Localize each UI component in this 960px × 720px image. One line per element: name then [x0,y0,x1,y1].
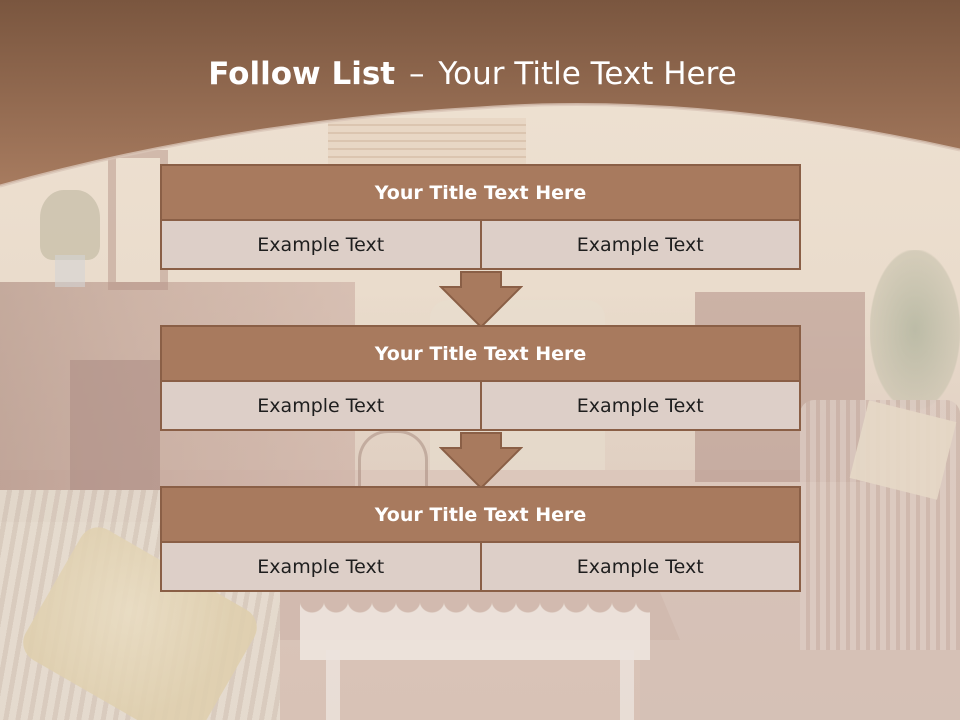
step-text-left: Example Text [162,221,480,268]
table-skirt [300,600,650,660]
step-box-2: Your Title Text Here Example Text Exampl… [160,325,801,431]
step-text-right: Example Text [479,221,799,268]
step-text-right: Example Text [479,382,799,429]
fireplace [70,360,160,500]
table-leg [326,650,340,720]
step-box-1: Your Title Text Here Example Text Exampl… [160,164,801,270]
vase [55,255,85,287]
step-text-right: Example Text [479,543,799,590]
step-text-left: Example Text [162,543,480,590]
arrow-down-icon [439,271,523,329]
title-bold: Follow List [208,56,396,92]
slide-title: Follow List – Your Title Text Here [0,56,945,92]
table-leg [620,650,634,720]
step-box-3: Your Title Text Here Example Text Exampl… [160,486,801,592]
plant-right [870,250,960,410]
step-title: Your Title Text Here [162,166,799,221]
step-title: Your Title Text Here [162,488,799,543]
header-band [0,0,960,190]
plant-left [40,190,100,260]
step-title: Your Title Text Here [162,327,799,382]
arrow-down-icon [439,432,523,490]
title-dash: – [408,56,425,92]
title-rest: Your Title Text Here [438,56,737,92]
step-text-left: Example Text [162,382,480,429]
